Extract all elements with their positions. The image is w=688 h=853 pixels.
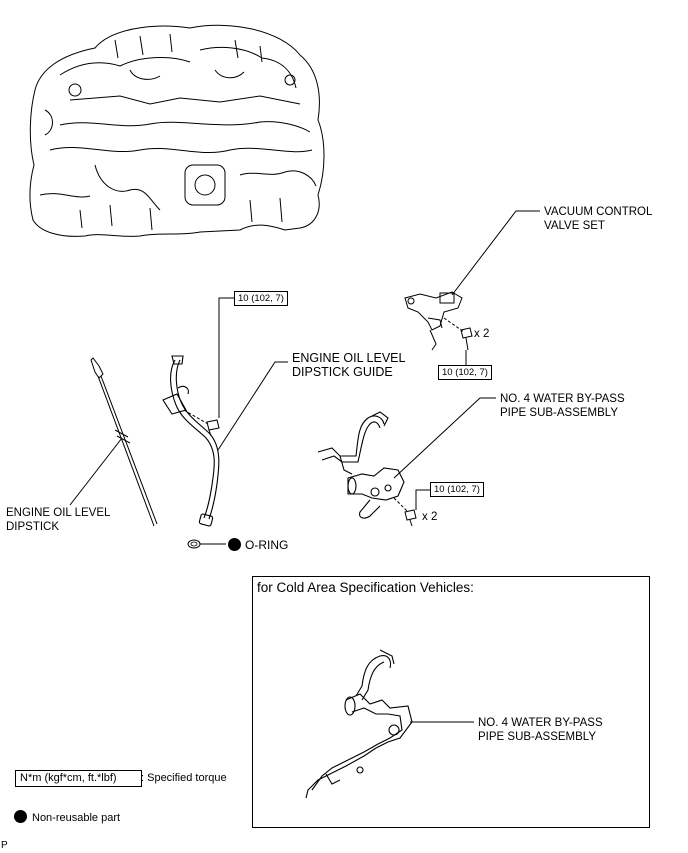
pipe-bolt xyxy=(404,509,417,527)
corner-mark: P xyxy=(1,840,8,851)
pipe-label-leader xyxy=(393,397,496,479)
legend-torque-description: : Specified torque xyxy=(141,772,227,784)
dipstick-guide-label: ENGINE OIL LEVEL DIPSTICK GUIDE xyxy=(292,351,406,379)
legend-torque-unit-box: N*m (kgf*cm, ft.*lbf) xyxy=(15,770,142,787)
o-ring-part xyxy=(187,539,201,549)
legend-non-reusable-label: Non-reusable part xyxy=(32,812,121,824)
guide-label-leader xyxy=(217,361,288,451)
valve-bolt xyxy=(460,327,473,351)
guide-torque-leader xyxy=(218,297,234,418)
dipstick-label: ENGINE OIL LEVEL DIPSTICK xyxy=(6,507,111,533)
dipstick-label-leader xyxy=(69,437,123,506)
water-pipe-label: NO. 4 WATER BY-PASS PIPE SUB-ASSEMBLY xyxy=(500,393,625,419)
valve-bolt-torque: 10 (102, 7) xyxy=(438,365,492,380)
cold-area-panel-title: for Cold Area Specification Vehicles: xyxy=(257,580,474,595)
cold-area-water-pipe-label: NO. 4 WATER BY-PASS PIPE SUB-ASSEMBLY xyxy=(478,717,603,743)
valve-bolt-count: x 2 xyxy=(474,328,490,340)
vacuum-control-valve xyxy=(404,291,463,351)
engine-oil-level-dipstick xyxy=(90,357,158,527)
valve-label-leader xyxy=(451,210,540,296)
pipe-bolt-torque: 10 (102, 7) xyxy=(430,482,484,497)
engine-block-illustration xyxy=(29,24,325,237)
guide-bolt xyxy=(206,419,220,437)
cold-area-panel: for Cold Area Specification Vehicles: xyxy=(252,576,650,828)
dipstick-guide-tube xyxy=(162,355,220,527)
water-bypass-pipe-cold-area xyxy=(305,649,413,799)
pipe-bolt-count: x 2 xyxy=(422,511,438,523)
guide-bolt-torque: 10 (102, 7) xyxy=(234,291,288,306)
vacuum-control-valve-label: VACUUM CONTROL VALVE SET xyxy=(544,206,653,232)
o-ring-non-reusable-dot xyxy=(228,538,241,551)
water-bypass-pipe xyxy=(317,411,405,519)
o-ring-label: O-RING xyxy=(245,538,289,552)
legend-non-reusable-dot xyxy=(14,810,27,823)
